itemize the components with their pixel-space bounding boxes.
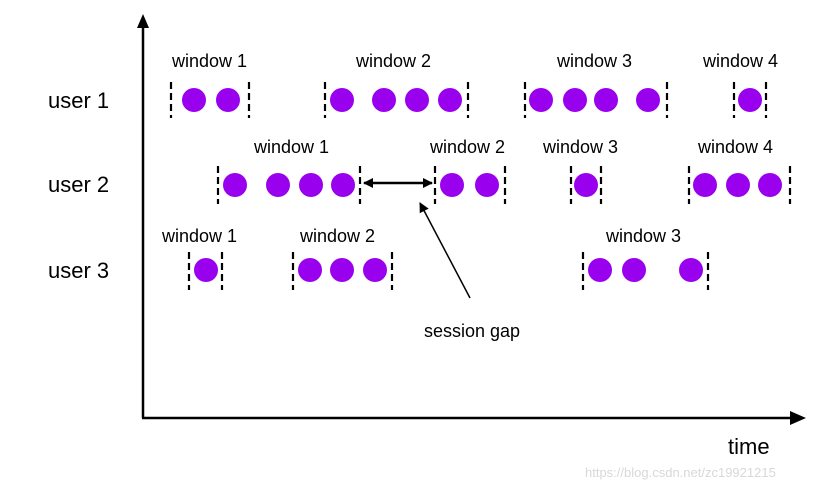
row-label-user-2: user 2 bbox=[48, 172, 109, 197]
event-u2-w4-3 bbox=[758, 173, 782, 197]
window-boundaries bbox=[169, 82, 792, 290]
events bbox=[182, 88, 782, 282]
event-u1-w2-1 bbox=[330, 88, 354, 112]
event-u3-w3-2 bbox=[622, 258, 646, 282]
event-u1-w3-2 bbox=[563, 88, 587, 112]
time-axis-label: time bbox=[728, 434, 770, 459]
event-u2-w1-4 bbox=[331, 173, 355, 197]
event-u1-w1-2 bbox=[216, 88, 240, 112]
y-axis-arrow-icon bbox=[137, 14, 149, 28]
window-label-u2-w3: window 3 bbox=[542, 137, 618, 157]
event-u3-w3-3 bbox=[679, 258, 703, 282]
session-gap-pointer bbox=[419, 202, 471, 299]
window-label-u3-w2: window 2 bbox=[299, 226, 375, 246]
event-u1-w2-4 bbox=[438, 88, 462, 112]
event-u2-w2-1 bbox=[440, 173, 464, 197]
event-u3-w3-1 bbox=[588, 258, 612, 282]
event-u1-w3-1 bbox=[529, 88, 553, 112]
event-u2-w3-1 bbox=[574, 173, 598, 197]
event-u2-w1-1 bbox=[223, 173, 247, 197]
window-label-u1-w1: window 1 bbox=[171, 51, 247, 71]
window-label-u2-w2: window 2 bbox=[429, 137, 505, 157]
event-u2-w1-3 bbox=[299, 173, 323, 197]
row-label-user-3: user 3 bbox=[48, 258, 109, 283]
window-label-u1-w2: window 2 bbox=[355, 51, 431, 71]
window-label-u3-w1: window 1 bbox=[161, 226, 237, 246]
event-u1-w2-2 bbox=[372, 88, 396, 112]
event-u1-w2-3 bbox=[405, 88, 429, 112]
window-label-u3-w3: window 3 bbox=[605, 226, 681, 246]
event-u3-w2-2 bbox=[330, 258, 354, 282]
window-label-u1-w3: window 3 bbox=[556, 51, 632, 71]
event-u2-w1-2 bbox=[266, 173, 290, 197]
event-u1-w3-4 bbox=[636, 88, 660, 112]
event-u1-w4-1 bbox=[738, 88, 762, 112]
event-u3-w2-3 bbox=[363, 258, 387, 282]
row-label-user-1: user 1 bbox=[48, 88, 109, 113]
x-axis-arrow-icon bbox=[790, 411, 806, 425]
event-u1-w3-3 bbox=[594, 88, 618, 112]
event-u1-w1-1 bbox=[182, 88, 206, 112]
event-u2-w2-2 bbox=[475, 173, 499, 197]
event-u3-w2-1 bbox=[298, 258, 322, 282]
window-label-u2-w1: window 1 bbox=[253, 137, 329, 157]
session-gap-label: session gap bbox=[424, 321, 520, 341]
window-label-u1-w4: window 4 bbox=[702, 51, 778, 71]
event-u2-w4-2 bbox=[726, 173, 750, 197]
watermark: https://blog.csdn.net/zc19921215 bbox=[585, 465, 776, 480]
window-label-u2-w4: window 4 bbox=[697, 137, 773, 157]
event-u3-w1-1 bbox=[194, 258, 218, 282]
event-u2-w4-1 bbox=[693, 173, 717, 197]
